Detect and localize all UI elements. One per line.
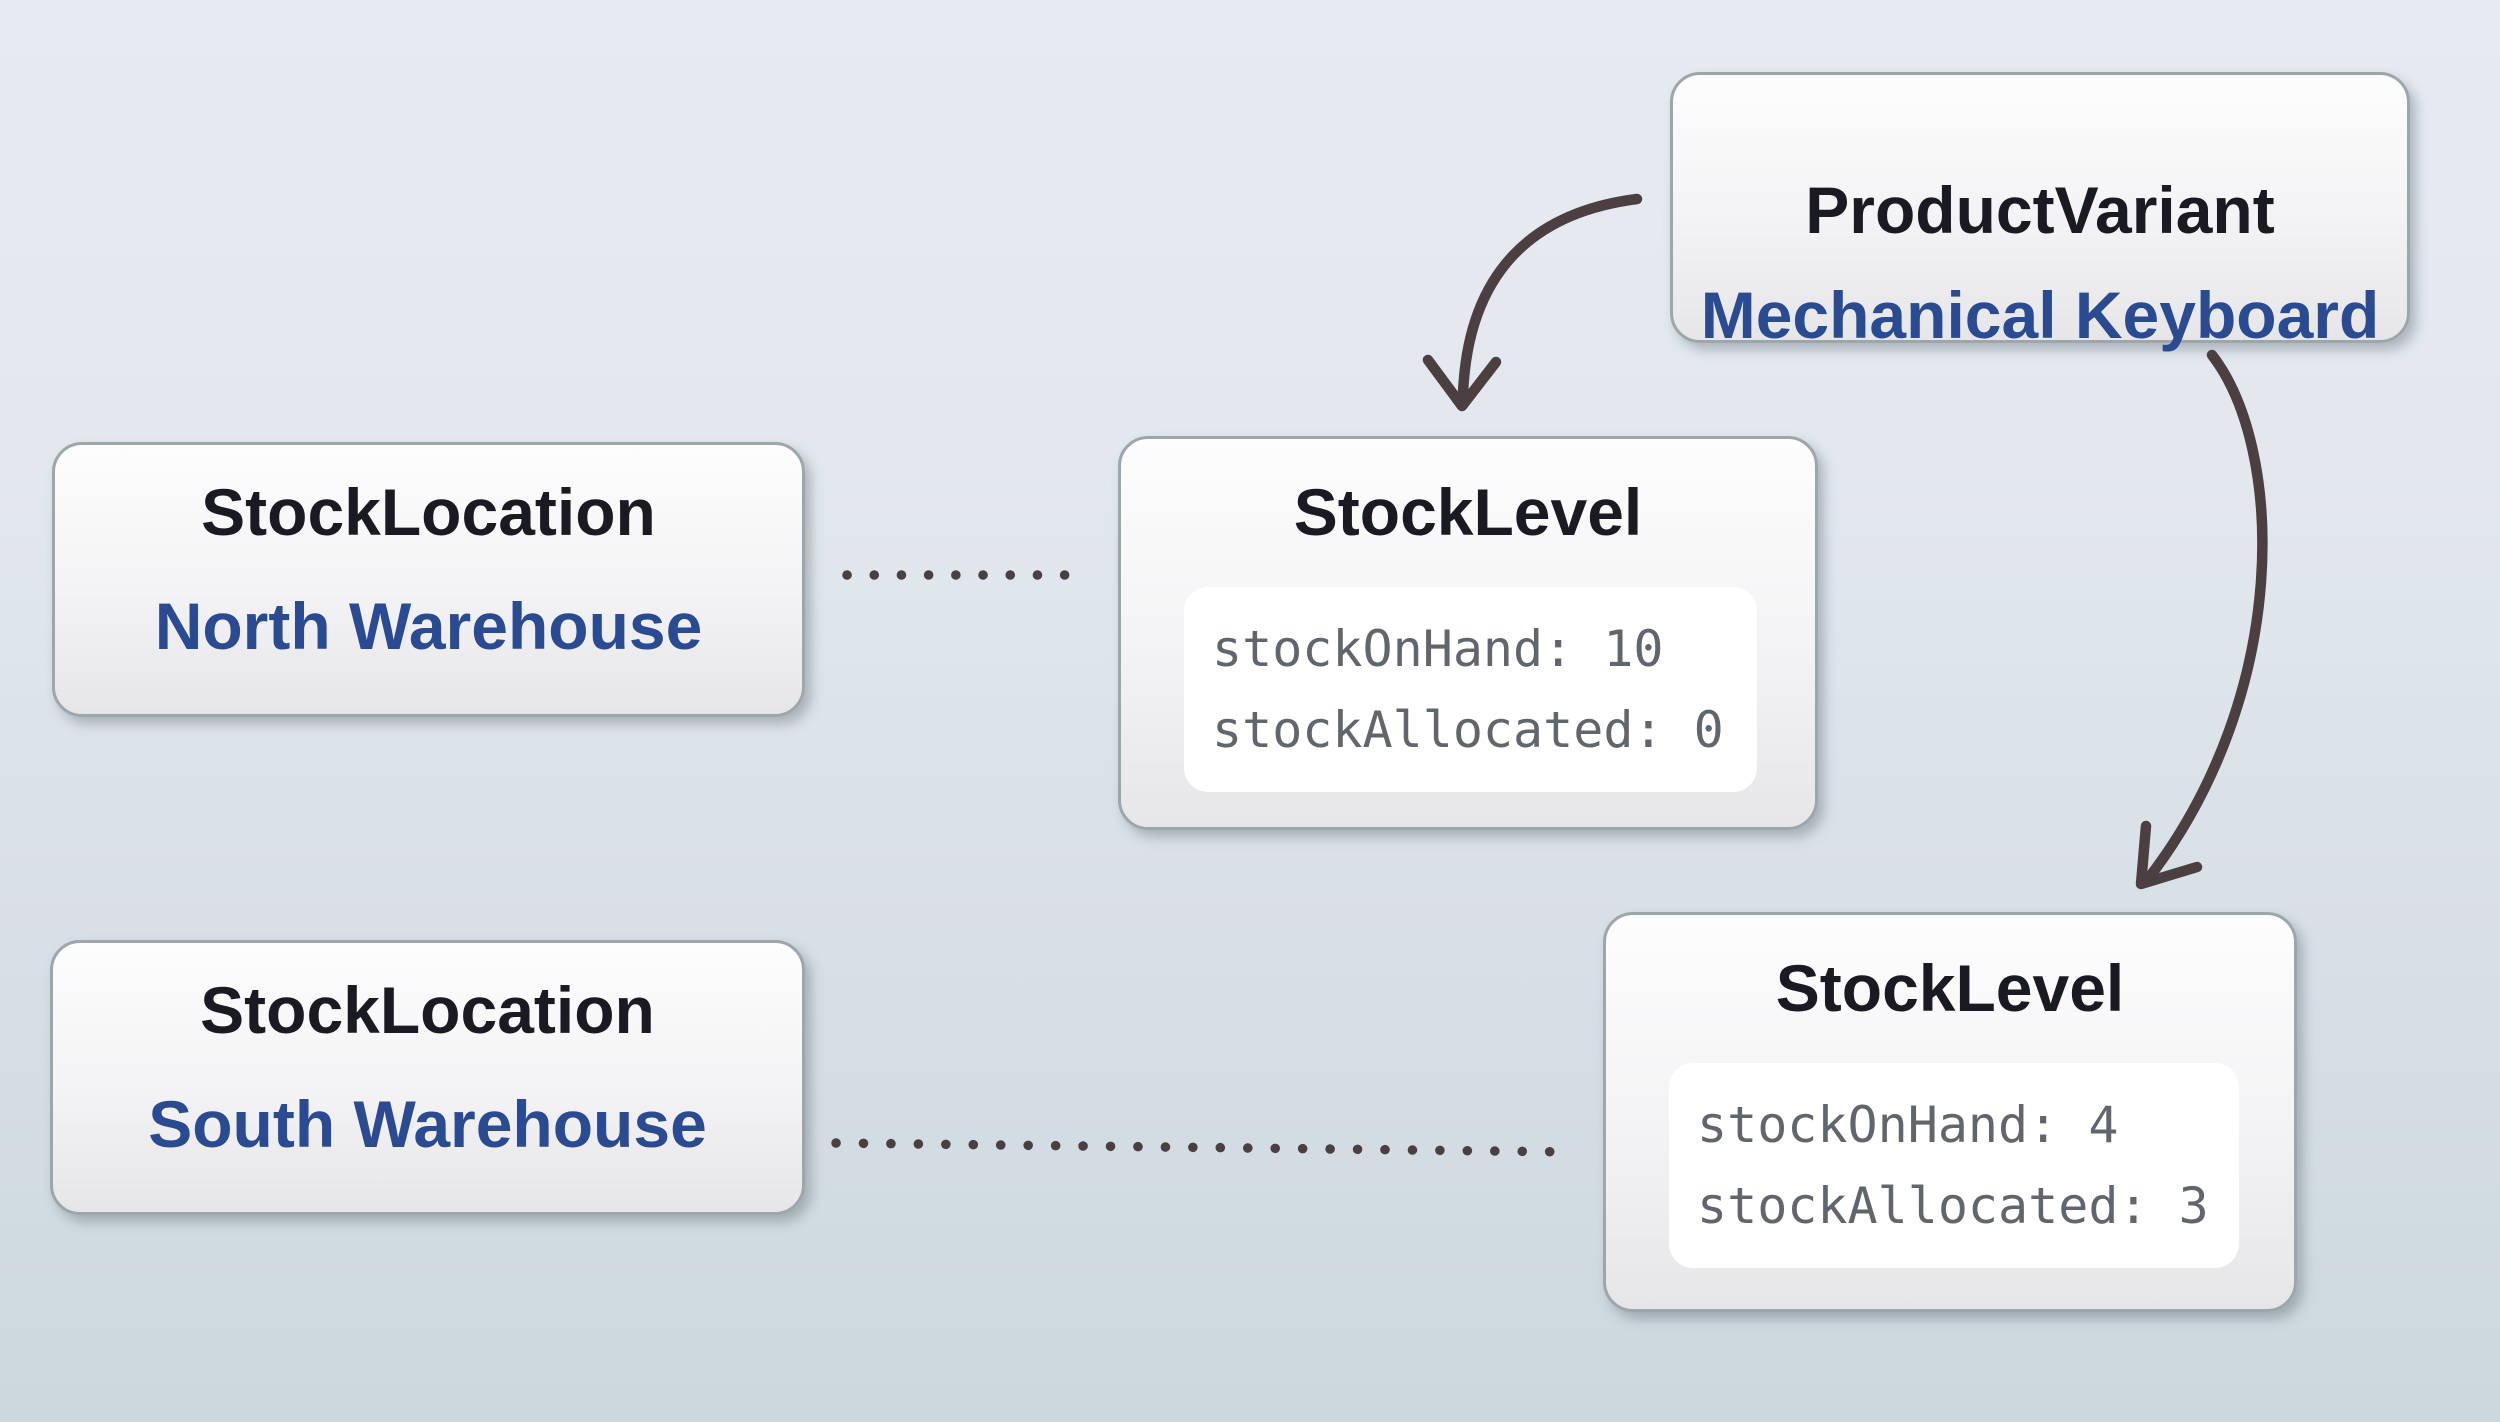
entity-type-label: StockLevel <box>1775 951 2125 1025</box>
entity-type-label: ProductVariant <box>1805 173 2275 247</box>
stock-level-south-card: StockLevel stockOnHand: 4 stockAllocated… <box>1603 912 2297 1312</box>
stock-on-hand-field: stockOnHand: 10 <box>1212 619 1664 678</box>
dotted-link-south <box>831 1138 1580 1157</box>
entity-type-label: StockLocation <box>200 973 655 1047</box>
arrow-productvariant-to-stocklevel-south <box>2135 349 2268 890</box>
stock-allocated-field: stockAllocated: 3 <box>1697 1176 2209 1235</box>
stock-level-north-card: StockLevel stockOnHand: 10 stockAllocate… <box>1118 436 1818 830</box>
instance-name-label: South Warehouse <box>148 1087 707 1161</box>
entity-type-label: StockLevel <box>1293 475 1643 549</box>
instance-name-label: North Warehouse <box>154 589 703 663</box>
arrowhead-icon <box>1422 354 1502 412</box>
arrow-productvariant-to-stocklevel-north <box>1422 193 1643 412</box>
stock-location-north-card: StockLocation North Warehouse <box>52 442 805 717</box>
stock-fields-panel: stockOnHand: 10 stockAllocated: 0 <box>1184 587 1757 792</box>
stock-on-hand-field: stockOnHand: 4 <box>1697 1095 2119 1154</box>
product-variant-card: ProductVariant Mechanical Keyboard <box>1670 72 2410 348</box>
stock-location-south-card: StockLocation South Warehouse <box>50 940 805 1215</box>
stock-allocated-field: stockAllocated: 0 <box>1212 700 1724 759</box>
entity-type-label: StockLocation <box>201 475 656 549</box>
arrowhead-icon <box>2135 820 2203 890</box>
stock-fields-panel: stockOnHand: 4 stockAllocated: 3 <box>1669 1063 2239 1268</box>
instance-name-label: Mechanical Keyboard <box>1700 278 2380 352</box>
